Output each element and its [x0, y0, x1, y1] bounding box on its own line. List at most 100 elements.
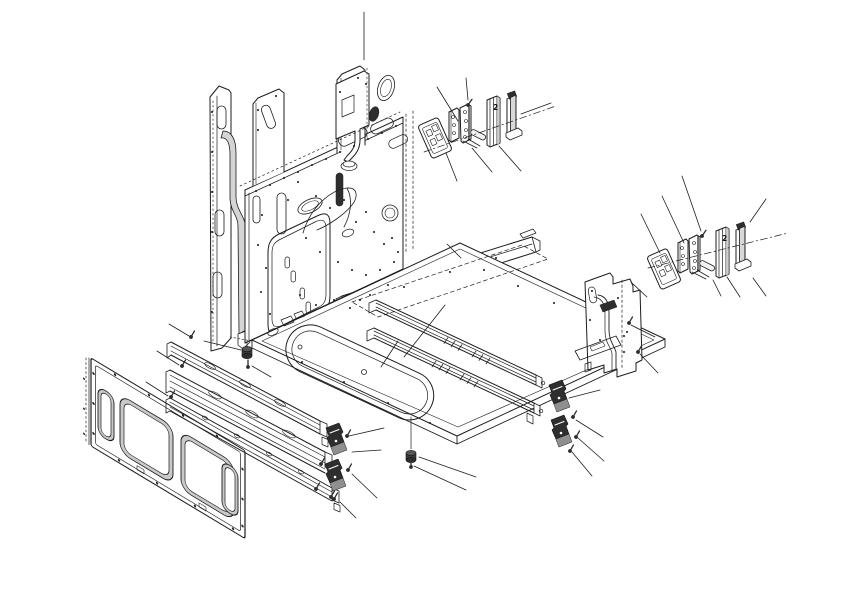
- leader-line: [145, 381, 169, 397]
- leader-line: [712, 279, 722, 297]
- door-hinge-assembly-top: [418, 90, 523, 159]
- leader-line: [351, 473, 378, 499]
- hole-dot: [338, 150, 342, 154]
- hole-dot: [296, 180, 300, 184]
- hole-dot: [364, 210, 368, 214]
- hole-dot: [622, 334, 626, 338]
- hole-dot: [354, 220, 358, 224]
- screw-icon: [329, 490, 336, 499]
- leader-line: [520, 102, 552, 115]
- hole-dot: [364, 273, 368, 277]
- hole-dot: [368, 293, 372, 297]
- leader-line: [471, 147, 493, 173]
- hole-dot: [210, 230, 214, 234]
- hole-dot: [428, 421, 432, 425]
- leader-line: [752, 277, 767, 297]
- hole-dot: [394, 124, 398, 128]
- hole-dot: [282, 176, 286, 180]
- leader-line: [726, 276, 741, 298]
- hinge-receiver-bracket-right-lower: [550, 414, 573, 448]
- hole-dot: [366, 137, 370, 141]
- hole-dot: [598, 338, 602, 342]
- hole-dot: [482, 268, 486, 272]
- hole-dot: [286, 198, 290, 202]
- leader-line: [351, 449, 382, 453]
- screw-icon: [332, 492, 339, 501]
- right-support-bracket: [574, 272, 643, 378]
- hole-dot: [210, 190, 214, 194]
- hole-dot: [386, 401, 390, 405]
- hole-dot: [358, 298, 362, 302]
- hole-dot: [516, 284, 520, 288]
- screw-icon: [409, 459, 413, 469]
- slide-rail-2: [165, 369, 333, 474]
- hole-dot: [310, 163, 314, 167]
- leader-line: [631, 282, 648, 298]
- leader-line: [661, 195, 685, 244]
- hole-dot: [210, 110, 214, 114]
- leader-line: [418, 456, 477, 478]
- top-mounting-bracket: [335, 70, 370, 171]
- part-quantity-label: 2: [722, 234, 727, 243]
- hole-dot: [210, 310, 214, 314]
- hole-dot: [402, 285, 406, 289]
- back-panel-left-flange: [209, 85, 251, 352]
- leader-line: [445, 152, 458, 182]
- leader-line: [575, 419, 604, 438]
- screw-icon: [314, 482, 321, 491]
- explosion-axis-line: [423, 105, 557, 153]
- hole-dot: [338, 90, 342, 94]
- hole-dot: [378, 268, 382, 272]
- leader-line: [498, 145, 522, 172]
- leader-line: [436, 86, 459, 122]
- hole-dot: [332, 298, 336, 302]
- hole-dot: [274, 94, 278, 98]
- screw-icon: [180, 359, 187, 368]
- leader-line: [380, 340, 399, 368]
- foot-bumper-right: [405, 450, 417, 463]
- hole-dot: [342, 198, 346, 202]
- screw-icon: [574, 430, 581, 439]
- screw-icon: [246, 359, 250, 369]
- base-rails: [366, 299, 546, 425]
- screw-icon: [636, 345, 643, 354]
- leader-line: [577, 437, 605, 462]
- front-frame: [83, 357, 246, 539]
- leader-line: [168, 323, 190, 337]
- hole-dot: [372, 230, 376, 234]
- hole-dot: [494, 256, 498, 260]
- leader-line: [446, 243, 462, 259]
- hole-dot: [364, 82, 368, 86]
- hole-dot: [616, 296, 620, 300]
- hole-dot: [268, 183, 272, 187]
- leader-line: [403, 304, 446, 358]
- hole-dot: [448, 270, 452, 274]
- screw-icon: [700, 229, 707, 238]
- hole-dot: [260, 213, 264, 217]
- hole-dot: [210, 150, 214, 154]
- hole-dot: [296, 170, 300, 174]
- hole-dot: [259, 290, 263, 294]
- screw-icon: [466, 98, 473, 107]
- hole-dot: [256, 243, 260, 247]
- hole-dot: [264, 266, 268, 270]
- hole-dot: [625, 330, 629, 334]
- leader-line: [251, 365, 272, 378]
- construction-line: [239, 111, 401, 187]
- hole-dot: [328, 206, 332, 210]
- hole-dot: [300, 360, 304, 364]
- screw-icon: [568, 444, 575, 453]
- hole-dot: [552, 301, 556, 305]
- hole-dot: [254, 189, 258, 193]
- hole-dot: [256, 108, 260, 112]
- hole-dot: [348, 306, 352, 310]
- slide-rail-1: [166, 341, 329, 448]
- construction-line: [229, 336, 253, 342]
- base-pan: [251, 242, 666, 445]
- screw-icon: [345, 429, 352, 438]
- leader-line: [156, 350, 180, 366]
- foot-bumper-left: [241, 346, 253, 359]
- hole-dot: [350, 268, 354, 272]
